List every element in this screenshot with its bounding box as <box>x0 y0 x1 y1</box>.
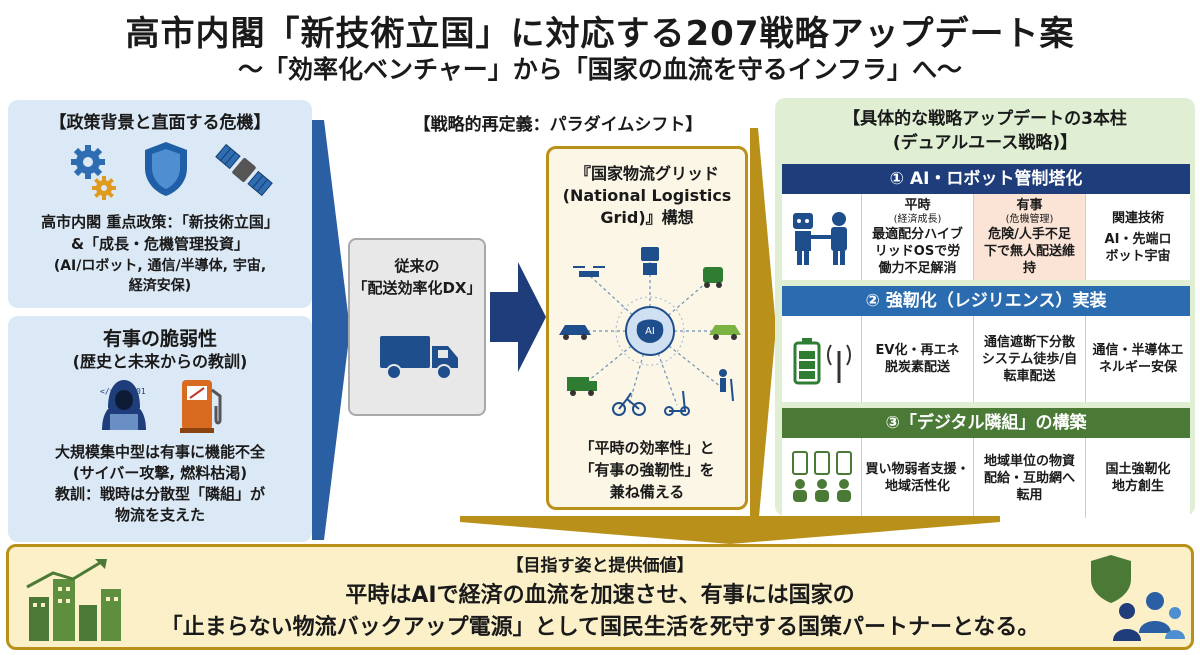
pillar-2: ② 強靭化（レジリエンス）実装 EV化・再エネ脱炭素配送 通信遮断下分散システム… <box>782 286 1190 402</box>
battery-signal-icon <box>793 338 851 385</box>
pillar-1-emergency-head: 有事 <box>1016 198 1043 213</box>
svg-text:</>: </> <box>100 387 115 396</box>
policy-line-1: 高市内閣 重点政策：「新技術立国」 <box>41 213 279 231</box>
pillar-3-icon-cell <box>782 438 862 518</box>
policy-line-3: (AI/ロボット, 通信/半導体, 宇宙, <box>53 258 267 274</box>
pillar-1-peacetime-body: 最適配分ハイブリッドOSで労働力不足解消 <box>872 227 963 276</box>
left-to-middle-arrow <box>312 120 350 540</box>
community-icon <box>791 451 852 502</box>
vulnerability-subheading: (歴史と未来からの教訓) <box>72 352 248 371</box>
pillar-2-cell-2-body: 通信遮断下分散システム徒歩/自転車配送 <box>981 334 1078 384</box>
page-subtitle: ～「効率化ベンチャー」から「国家の血流を守るインフラ」へ～ <box>237 55 962 84</box>
pillars-heading-line-2: (デュアルユース戦略)】 <box>892 133 1078 153</box>
pillar-1-tech-cell: 関連技術 AI・先端ロボット宇宙 <box>1086 194 1190 280</box>
page-title: 高市内閣「新技術立国」に対応する207戦略アップデート案 <box>125 14 1075 54</box>
fuel-pump-icon <box>180 380 222 433</box>
policy-heading: 【政策背景と直面する危機】 <box>49 113 271 133</box>
pillar-1-icon-cell <box>782 194 862 280</box>
pillar-1-title: ① AI・ロボット管制塔化 <box>782 164 1190 194</box>
goal-line-1: 平時はAIで経済の血流を加速させ、有事には国家の <box>345 583 855 608</box>
paradigm-shift-arrow <box>490 262 546 372</box>
satellite-icon <box>215 143 273 197</box>
pillar-2-icon-cell <box>782 316 862 402</box>
grid-center-ai-label: AI <box>645 326 655 337</box>
goal-heading: 【目指す姿と提供価値】 <box>506 556 694 576</box>
shield-icon <box>145 142 187 196</box>
pillar-1-emergency-cell: 有事 (危機管理) 危険/人手不足下で無人配送維持 <box>974 194 1086 280</box>
pillar-2-cell-1-body: EV化・再エネ脱炭素配送 <box>875 343 960 375</box>
middle-to-right-arrow <box>750 128 776 528</box>
grid-foot-line-3: 兼ね備える <box>609 483 685 501</box>
svg-text:01: 01 <box>136 387 146 396</box>
hacker-icon: </> 01 <box>100 380 146 430</box>
bicycle-icon <box>612 392 646 416</box>
pillar-1-peacetime-sub: (経済成長) <box>893 214 942 225</box>
policy-line-2: &「成長・危機管理投資」 <box>70 235 250 253</box>
legacy-dx-line-2: 「配送効率化DX」 <box>352 279 482 297</box>
pillar-3-cell-3-body: 国土強靭化地方創生 <box>1105 462 1171 494</box>
grid-foot-line-1: 「平時の効率性」と <box>579 439 715 457</box>
policy-panel: 【政策背景と直面する危機】 <box>8 100 312 308</box>
grid-network-diagram: AI <box>559 247 741 416</box>
legacy-dx-box: 従来の 「配送効率化DX」 <box>348 238 486 416</box>
pillar-3-cell-1: 買い物弱者支援・地域活性化 <box>862 438 974 518</box>
scooter-icon <box>664 390 690 416</box>
pillar-2-cell-2: 通信遮断下分散システム徒歩/自転車配送 <box>974 316 1086 402</box>
shield-people-icon <box>1091 555 1185 641</box>
robot-handshake-icon <box>792 212 847 265</box>
pillar-1-tech-body: AI・先端ロボット宇宙 <box>1104 231 1172 264</box>
pillar-1-emergency-sub: (危機管理) <box>1005 214 1054 225</box>
goal-line-2: 「止まらない物流バックアップ電源」として国民生活を死守する国策パートナーとなる。 <box>160 615 1040 640</box>
gear-icon <box>71 145 116 200</box>
pillar-3-cell-1-body: 買い物弱者支援・地域活性化 <box>865 462 970 494</box>
national-logistics-grid-box: 『国家物流グリッド (National Logistics Grid)』構想 A… <box>546 146 748 510</box>
car-icon <box>559 325 591 340</box>
policy-line-4: 経済安保) <box>128 278 192 294</box>
pillar-2-title: ② 強靭化（レジリエンス）実装 <box>782 286 1190 316</box>
delivery-robot-icon <box>703 267 723 288</box>
vulnerability-panel: 有事の脆弱性 (歴史と未来からの教訓) </> 01 大規模集中型は有事に機能不… <box>8 316 312 542</box>
goal-panel: 【目指す姿と提供価値】 平時はAIで経済の血流を加速させ、有事には国家の 「止ま… <box>6 544 1194 650</box>
pillar-2-cell-3: 通信・半導体エネルギー安保 <box>1086 316 1190 402</box>
vulnerability-line-4: 物流を支えた <box>114 506 205 524</box>
grid-title-line-1: 『国家物流グリッド <box>574 164 719 183</box>
walker-icon <box>719 369 734 402</box>
legacy-dx-line-1: 従来の <box>394 257 440 275</box>
truck-icon <box>380 336 458 380</box>
small-truck-icon <box>567 377 597 396</box>
grid-title-line-2: (National Logistics <box>562 186 732 205</box>
city-growth-icon <box>26 559 121 641</box>
pillar-3-cell-2-body: 地域単位の物資配給・互助網へ転用 <box>983 453 1075 503</box>
vulnerability-line-1: 大規模集中型は有事に機能不全 <box>54 443 265 461</box>
pillar-2-cell-3-body: 通信・半導体エネルギー安保 <box>1092 343 1184 375</box>
pillar-3-title: ③「デジタル隣組」の構築 <box>782 408 1190 438</box>
pillar-1-tech-head: 関連技術 <box>1111 210 1164 226</box>
grid-foot-line-2: 「有事の強靭性」を <box>579 461 715 479</box>
drone-icon <box>573 266 605 277</box>
robot-icon <box>641 247 659 275</box>
pillar-1: ① AI・ロボット管制塔化 平時 (経済成長) 最適配分ハイブリッドOSで労働力… <box>782 164 1190 280</box>
pillar-3-cell-3: 国土強靭化地方創生 <box>1086 438 1190 518</box>
vulnerability-heading: 有事の脆弱性 <box>102 328 217 350</box>
pillar-1-peacetime-cell: 平時 (経済成長) 最適配分ハイブリッドOSで労働力不足解消 <box>862 194 974 280</box>
grid-title-line-3: Grid)』構想 <box>600 208 694 227</box>
pillar-3-cell-2: 地域単位の物資配給・互助網へ転用 <box>974 438 1086 518</box>
pillar-3: ③「デジタル隣組」の構築 買い物弱者支援・地域活性化 地域単位の物資配給・互助網… <box>782 408 1190 518</box>
vulnerability-line-2: (サイバー攻撃, 燃料枯渇) <box>72 464 248 482</box>
vulnerability-line-3: 教訓：戦時は分散型「隣組」が <box>54 485 265 503</box>
pillar-1-emergency-body: 危険/人手不足下で無人配送維持 <box>983 227 1075 276</box>
pillar-1-peacetime-head: 平時 <box>904 198 931 213</box>
pillars-heading-line-1: 【具体的な戦略アップデートの3本柱 <box>843 109 1127 129</box>
green-car-icon <box>709 325 741 340</box>
paradigm-heading: 【戦略的再定義：パラダイムシフト】 <box>413 115 703 135</box>
down-arrow-to-goal <box>460 516 1000 544</box>
pillar-2-cell-1: EV化・再エネ脱炭素配送 <box>862 316 974 402</box>
